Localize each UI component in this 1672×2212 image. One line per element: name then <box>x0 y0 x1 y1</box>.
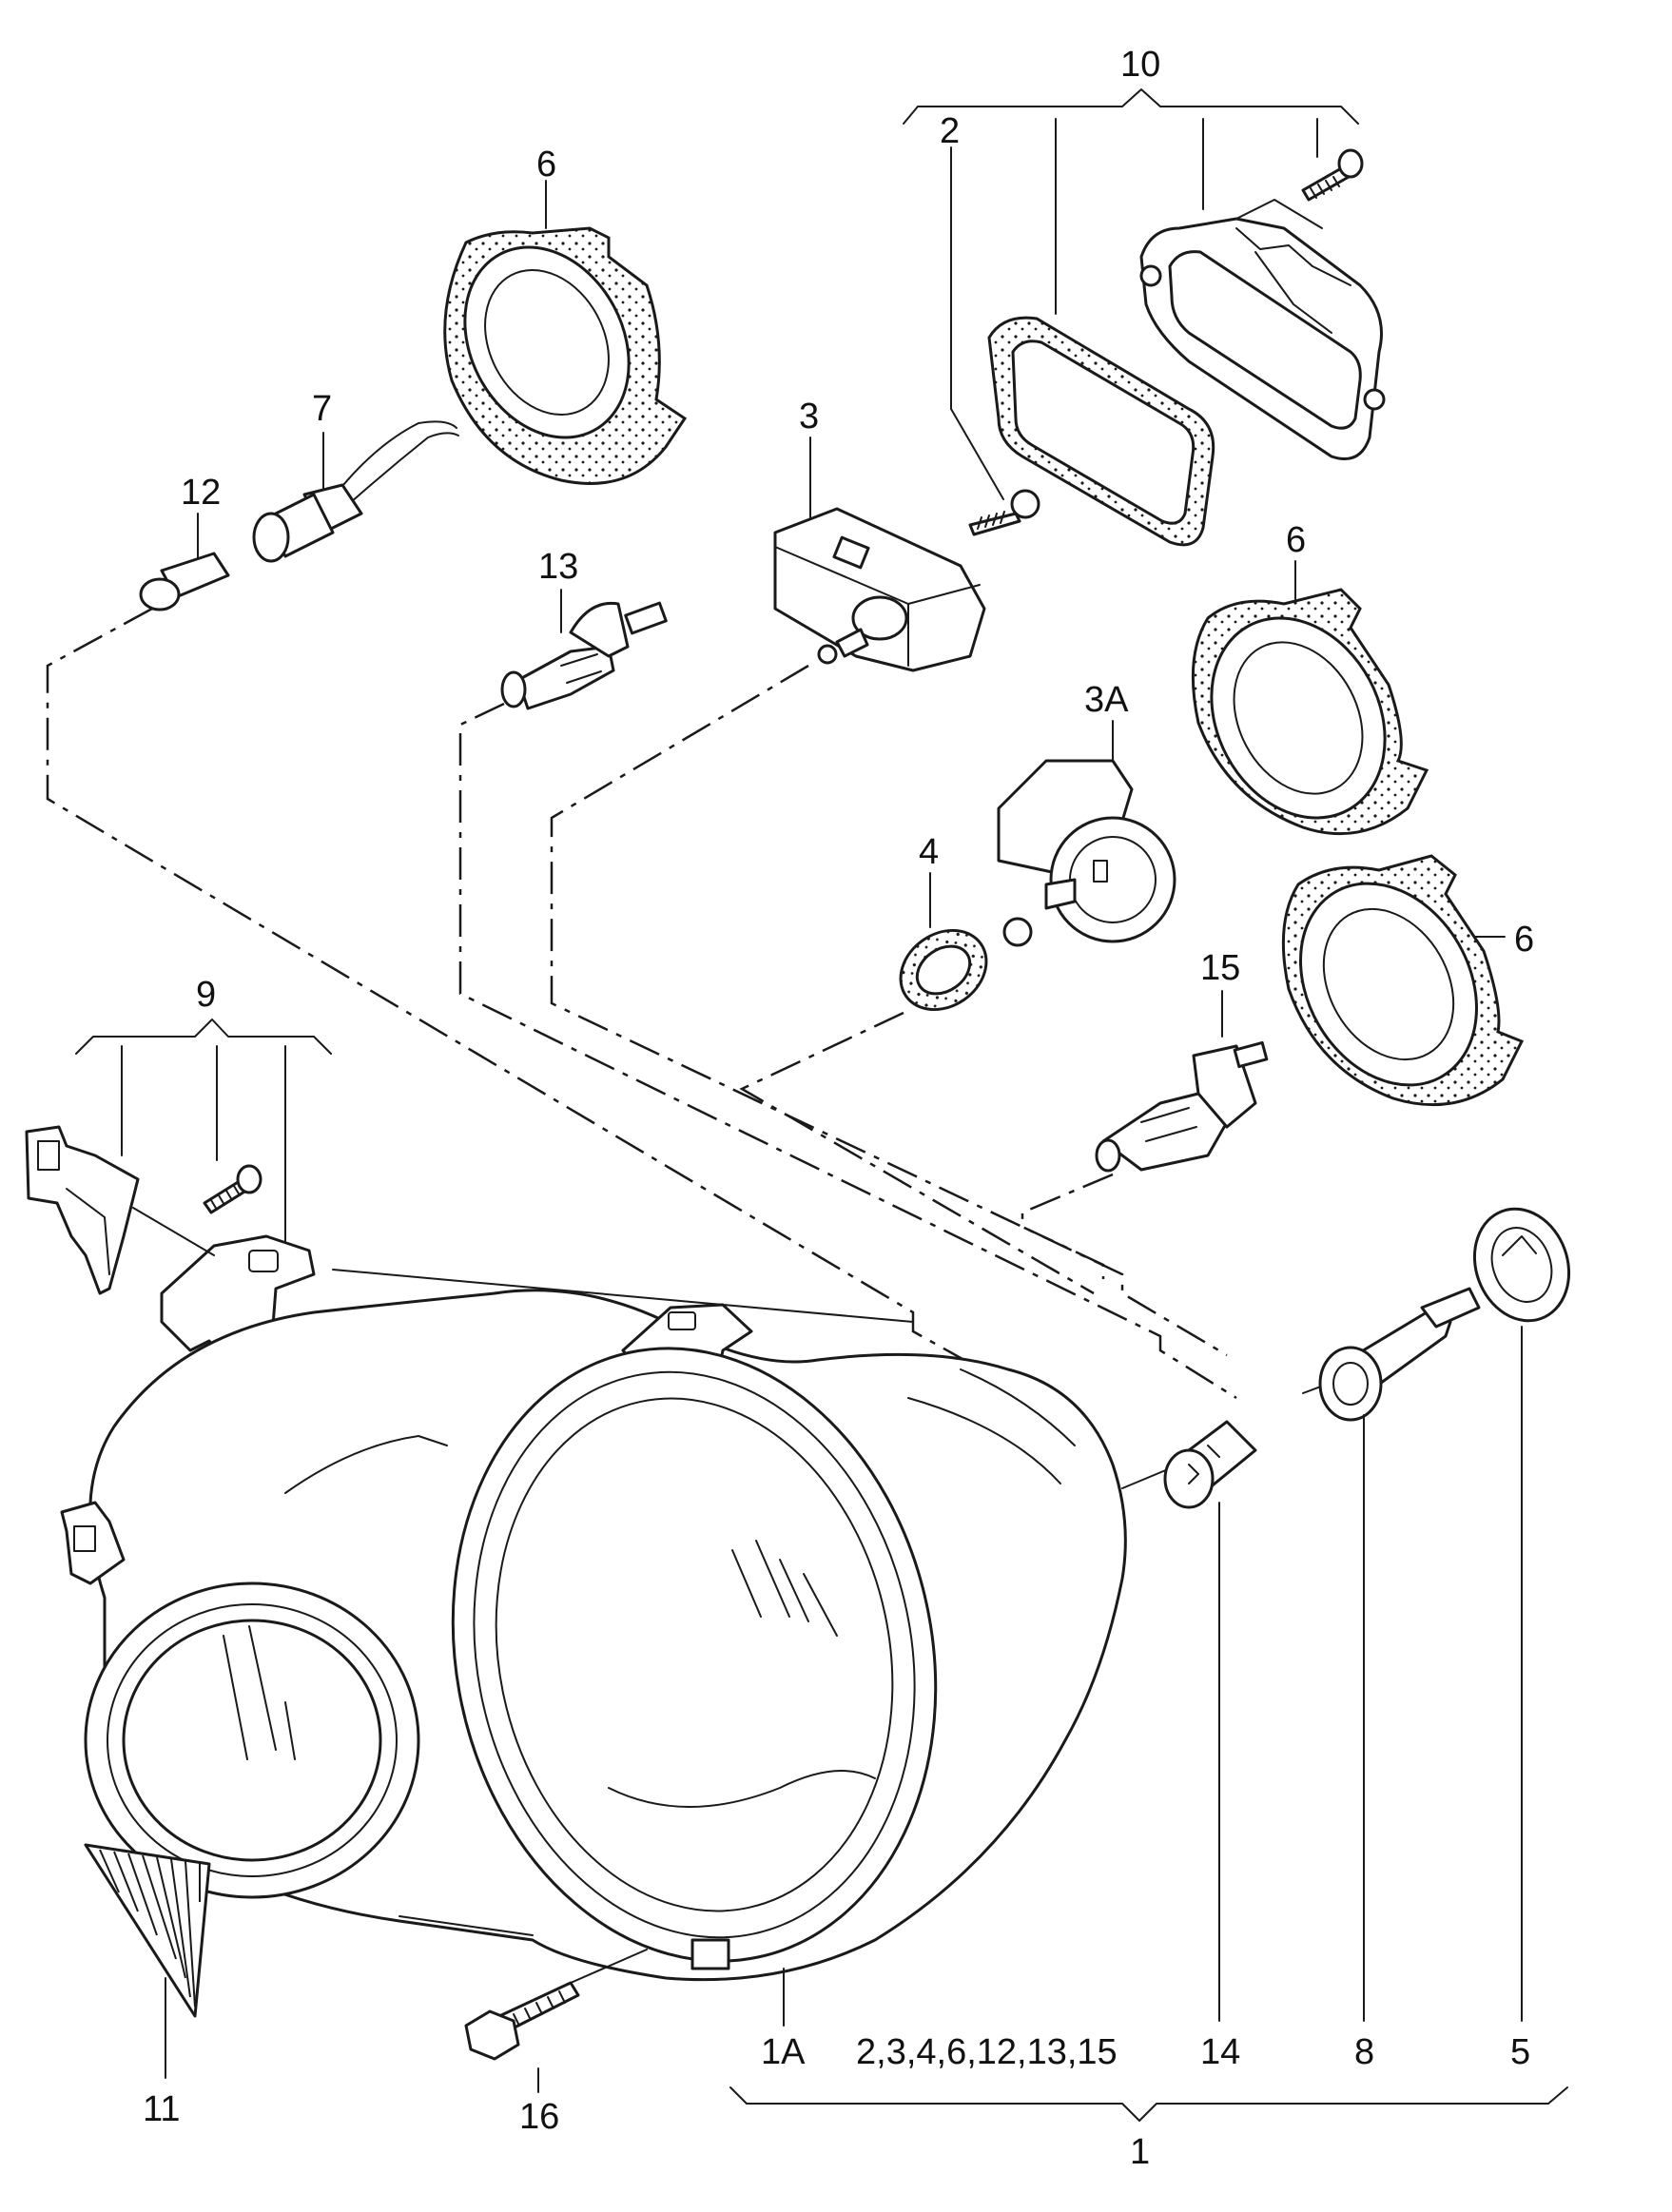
callout-6-top: 6 <box>536 145 556 184</box>
callout-13: 13 <box>538 547 578 587</box>
callout-2: 2 <box>940 111 960 151</box>
cover-housing <box>1139 199 1386 460</box>
callout-3: 3 <box>799 397 819 437</box>
callout-16: 16 <box>519 2097 559 2137</box>
bulb-13: 13 <box>500 547 668 710</box>
callout-1a: 1A <box>761 2032 806 2072</box>
screw-9 <box>203 1164 262 1214</box>
bulb-15: 15 <box>1095 948 1269 1173</box>
group-9-brace: 9 <box>75 975 332 1242</box>
adjuster-motor-3: 3 <box>773 397 986 672</box>
callout-6-mid: 6 <box>1286 520 1306 560</box>
assembly-line-bulb-12 <box>46 607 1076 1424</box>
bulb-12: 12 <box>139 473 230 611</box>
headlight-housing-1a <box>60 1289 1127 1982</box>
callout-5: 5 <box>1510 2032 1530 2072</box>
assembly-line-bulb-13 <box>458 702 1237 1400</box>
wire-harness-7: 7 <box>252 389 459 563</box>
assembly-line-bulb-15 <box>1021 1173 1114 1279</box>
cap-ring-6-right: 6 <box>1281 854 1534 1107</box>
callout-3a: 3A <box>1084 680 1129 720</box>
cap-ring-6-top: 6 <box>443 145 688 485</box>
callout-15: 15 <box>1200 948 1240 988</box>
callout-9: 9 <box>196 975 216 1015</box>
bulb-14 <box>1163 1420 1257 1509</box>
leader-line-bracket <box>332 1269 914 1323</box>
assembly-line-motor-3 <box>550 664 1228 1357</box>
trim-11: 11 <box>84 1843 211 2129</box>
group-1-brace: 1A 2,3,4,6,12,13,15 14 8 5 1 <box>729 2032 1568 2172</box>
cap-ring-6-mid: 6 <box>1191 520 1429 836</box>
adjuster-motor-3a: 3A <box>997 680 1176 947</box>
callout-12: 12 <box>181 473 221 513</box>
callout-10: 10 <box>1120 45 1160 85</box>
bracket-left <box>25 1125 140 1295</box>
bulb-holder-8 <box>1318 1287 1481 1422</box>
callout-8: 8 <box>1354 2032 1374 2072</box>
callout-11: 11 <box>143 2089 180 2129</box>
assembly-line-motor-3a <box>739 1011 1095 1295</box>
callout-4: 4 <box>919 832 939 872</box>
screw-10 <box>1301 148 1364 202</box>
callout-7: 7 <box>312 389 332 429</box>
bolt-16: 16 <box>464 1949 648 2137</box>
washer-4: 4 <box>899 832 988 1012</box>
cap-5 <box>1472 1207 1571 1323</box>
callout-14: 14 <box>1200 2032 1240 2072</box>
screw-2: 2 <box>940 111 1040 536</box>
callout-group-list: 2,3,4,6,12,13,15 <box>856 2032 1118 2072</box>
callout-6-right: 6 <box>1514 920 1534 960</box>
callout-1: 1 <box>1130 2132 1150 2172</box>
group-10-brace: 10 <box>903 45 1359 315</box>
gasket <box>987 316 1215 547</box>
